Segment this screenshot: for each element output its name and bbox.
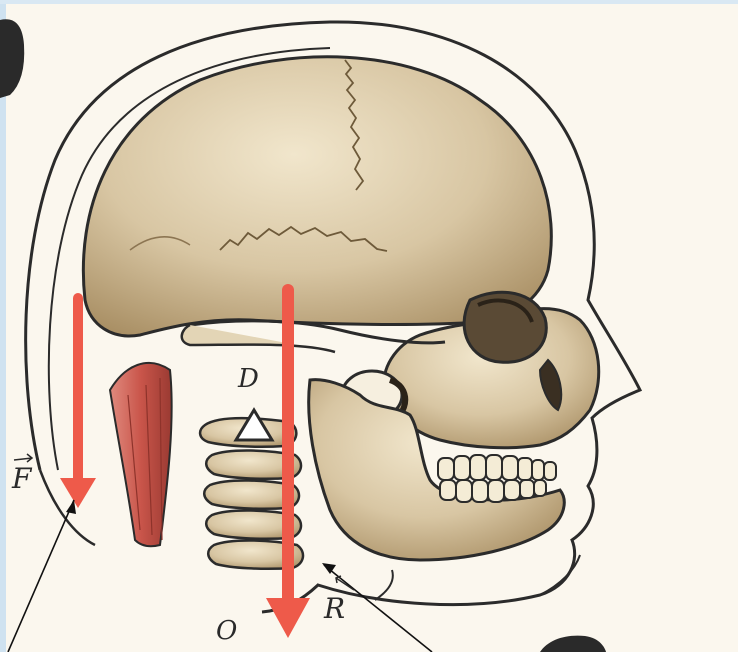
pointer-line-f [8, 500, 74, 652]
vector-mark-r [336, 576, 354, 590]
corner-shape [540, 636, 606, 652]
frame-left [0, 0, 6, 652]
label-f: F [12, 462, 31, 495]
label-r: R [324, 592, 345, 625]
upper-teeth [438, 455, 556, 480]
frame-top [0, 0, 738, 4]
lower-teeth [440, 480, 546, 502]
label-o: O [216, 616, 237, 646]
label-d: D [238, 364, 259, 394]
force-arrow-f [60, 298, 96, 508]
zygomatic-bar [182, 325, 335, 352]
corner-blob [0, 19, 24, 98]
throat-mark [375, 570, 393, 600]
neck-muscle [110, 363, 172, 546]
vector-mark-f [14, 454, 32, 462]
